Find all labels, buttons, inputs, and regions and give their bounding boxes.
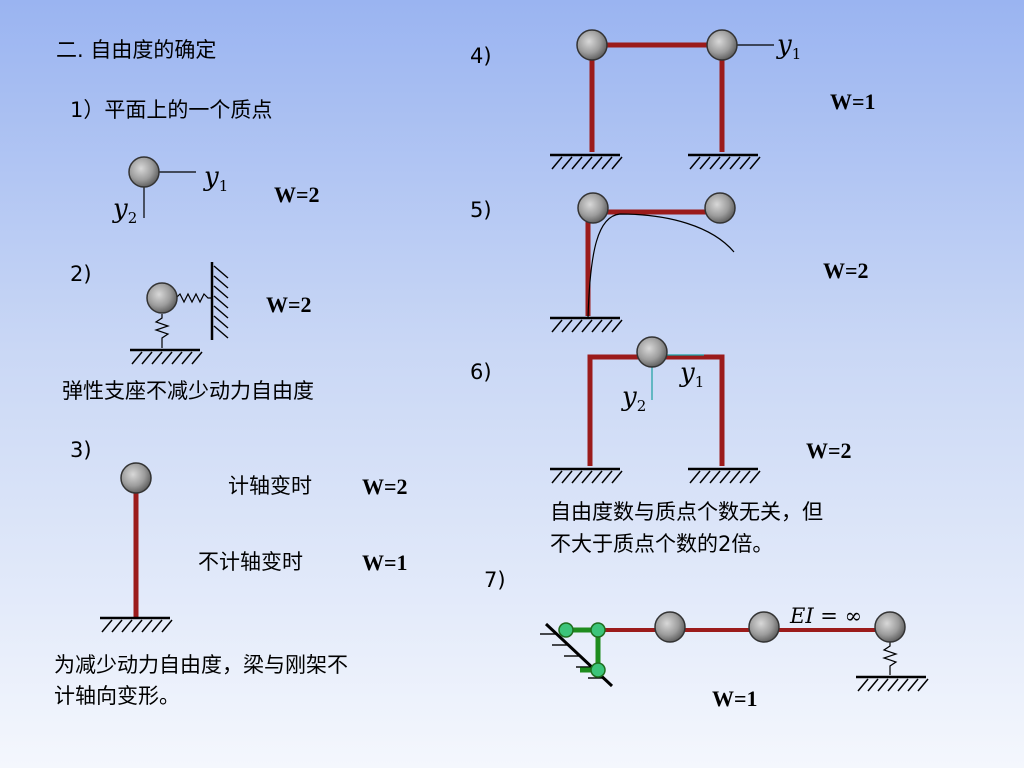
case1-y1-label: y1 [204, 162, 229, 196]
case1-mass-icon [128, 156, 196, 218]
case6-note-line1: 自由度数与质点个数无关，但 [550, 500, 823, 524]
case7-ei-label: EI = ∞ [790, 604, 863, 628]
case7-w-value: W=1 [712, 686, 758, 711]
case6-w-value: W=2 [806, 438, 852, 463]
case1-y2-label: y2 [113, 194, 138, 228]
bottom-note-line2: 计轴向变形。 [54, 684, 180, 708]
case3-label: 3) [70, 438, 92, 462]
case7-beam-icon [540, 611, 930, 693]
case3-line1-w-value: W=2 [362, 474, 408, 499]
case2-note: 弹性支座不减少动力自由度 [62, 379, 314, 403]
case2-spring-supported-mass-icon [128, 262, 229, 366]
case6-label: 6) [470, 360, 492, 384]
section-heading: 二. 自由度的确定 [56, 38, 217, 62]
case1-label: 1）平面上的一个质点 [70, 98, 273, 122]
case7-label: 7) [484, 568, 506, 592]
case6-portal-frame-icon [548, 336, 762, 485]
case5-cantilever-frame-icon [548, 192, 736, 334]
case6-y2-label: y2 [622, 382, 647, 416]
case2-w-value: W=2 [266, 292, 312, 317]
case3-line2-text: 不计轴变时 [198, 550, 303, 574]
case3-cantilever-icon [98, 462, 174, 634]
case4-y1-label: y1 [777, 30, 802, 64]
case6-note-line2: 不大于质点个数的2倍。 [550, 532, 774, 556]
case4-w-value: W=1 [830, 89, 876, 114]
case6-y1-label: y1 [680, 358, 705, 392]
case3-line1-text: 计轴变时 [228, 474, 312, 498]
case4-label: 4) [470, 44, 492, 68]
case5-label: 5) [470, 198, 492, 222]
case3-line2-w-value: W=1 [362, 550, 408, 575]
case1-w-value: W=2 [274, 182, 320, 207]
case2-label: 2) [70, 262, 92, 286]
case5-w-value: W=2 [823, 258, 869, 283]
bottom-note-line1: 为减少动力自由度，梁与刚架不 [54, 653, 348, 677]
case4-portal-frame-icon [548, 29, 774, 171]
